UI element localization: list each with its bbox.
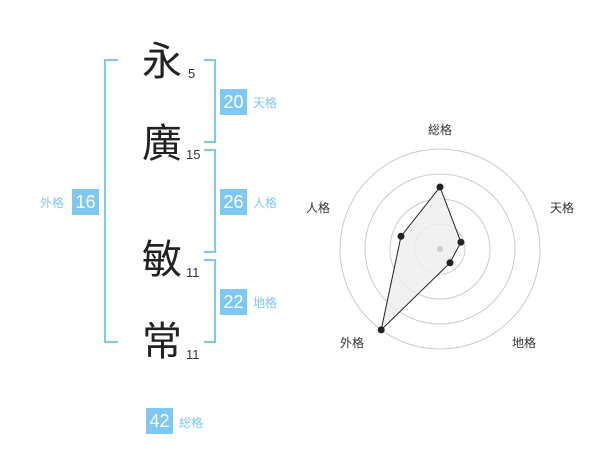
radar-label-soukaku: 総格	[428, 122, 452, 137]
radar-label-gaikaku: 外格	[340, 335, 364, 350]
name-char-4: 常	[142, 319, 182, 365]
chikaku-score: 22	[220, 289, 247, 315]
gaikaku-label: 外格	[40, 196, 65, 210]
stroke-count-1: 5	[188, 66, 196, 81]
radar-label-tenkaku: 天格	[550, 200, 574, 215]
radar-polygon	[380, 185, 462, 332]
radar-label-chikaku: 地格	[512, 335, 536, 350]
radar-point	[446, 259, 454, 267]
jinkaku-label: 人格	[253, 196, 278, 210]
stroke-count-2: 15	[186, 147, 201, 162]
radar-point	[436, 183, 444, 191]
radar-point	[457, 238, 465, 246]
tenkaku-score: 20	[220, 89, 247, 115]
stroke-count-3: 11	[186, 265, 200, 280]
radar-chart: 総格 天格 地格 外格 人格	[306, 122, 574, 350]
radar-point	[377, 326, 385, 334]
soukaku-label: 総格	[179, 416, 204, 430]
chikaku-label: 地格	[253, 296, 278, 310]
radar-ring	[339, 148, 541, 350]
jinkaku-score: 26	[220, 189, 247, 215]
tenkaku-label: 天格	[253, 96, 278, 110]
gaikaku-bracket	[104, 59, 118, 343]
radar-label-jinkaku: 人格	[306, 200, 330, 215]
chikaku-bracket	[204, 259, 216, 343]
name-char-1: 永	[142, 39, 182, 85]
radar-ring	[364, 173, 516, 325]
radar-center	[437, 246, 443, 252]
name-char-3: 敏	[142, 237, 182, 283]
tenkaku-bracket	[204, 59, 216, 143]
jinkaku-bracket	[204, 149, 216, 253]
name-char-2: 廣	[142, 121, 182, 167]
soukaku-score: 42	[146, 408, 173, 434]
gaikaku-score: 16	[72, 189, 99, 215]
stroke-count-4: 11	[186, 347, 200, 362]
radar-point	[397, 232, 405, 240]
